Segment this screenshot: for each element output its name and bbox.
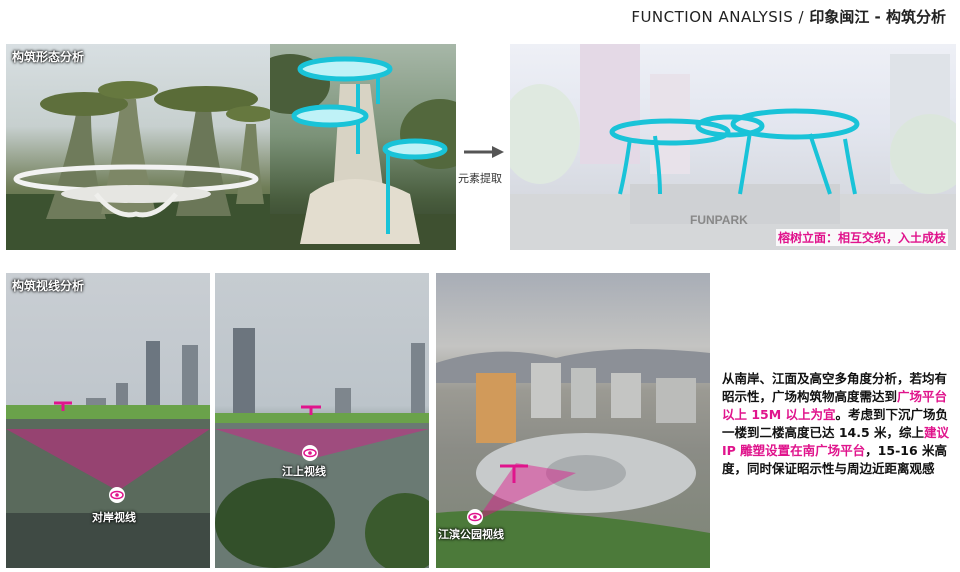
desc-highlight-2: 建议 IP 雕塑设置在南广场平台 [722, 425, 950, 458]
desc-part-2: 。考虑到下沉广场负一楼到二楼高度已达 14.5 米，综上 [722, 407, 949, 440]
view-label-park: 江滨公园视线 [438, 528, 504, 541]
section-label-form: 构筑形态分析 [12, 50, 85, 64]
arrow-right-icon [462, 144, 506, 160]
analysis-description: 从南岸、江面及高空多角度分析，若均有昭示性，广场构筑物高度需达到广场平台以上 1… [722, 370, 954, 478]
concept-image-banyan [270, 44, 456, 250]
banyan-element-illustration [270, 54, 456, 250]
desc-highlight-1: 广场平台以上 15M 以上为宜 [722, 389, 948, 422]
header-title-cn: 印象闽江 - 构筑分析 [809, 8, 946, 26]
page-header: FUNCTION ANALYSIS / 印象闽江 - 构筑分析 [631, 6, 946, 27]
photo-river-view: 江上视线 [215, 273, 429, 568]
view-label-river: 江上视线 [282, 465, 326, 478]
sightline-diagram-opposite [6, 341, 210, 568]
rendering-banyan-facade: FUNPARK 榕树立面：相互交织，入土成枝 [510, 44, 956, 250]
eye-icon [466, 508, 484, 530]
concept-image-trees: 构筑形态分析 [6, 44, 270, 250]
view-label-opposite-bank: 对岸视线 [92, 511, 136, 524]
arrow-caption: 元素提取 [458, 172, 502, 185]
eye-icon [301, 444, 319, 466]
facade-caption: 榕树立面：相互交织，入土成枝 [775, 229, 948, 246]
desc-part-3: ，15-16 米高度，同时保证昭示性与周边近距离观感 [722, 443, 948, 476]
plaza-rendering-illustration: FUNPARK [510, 44, 956, 250]
header-title-en: FUNCTION ANALYSIS / [631, 8, 810, 26]
desc-part-1: 从南岸、江面及高空多角度分析，若均有昭示性，广场构筑物高度需达到 [722, 371, 948, 404]
sightline-diagram-river [215, 328, 429, 568]
funpark-sign: FUNPARK [690, 213, 748, 227]
photo-opposite-bank-view: 对岸视线 构筑视线分析 [6, 273, 210, 568]
tree-structures-illustration [6, 81, 270, 250]
eye-icon [108, 486, 126, 508]
photo-park-aerial-view: 江滨公园视线 [436, 273, 710, 568]
sightline-diagram-park [436, 349, 710, 568]
section-label-sightline: 构筑视线分析 [12, 279, 85, 293]
